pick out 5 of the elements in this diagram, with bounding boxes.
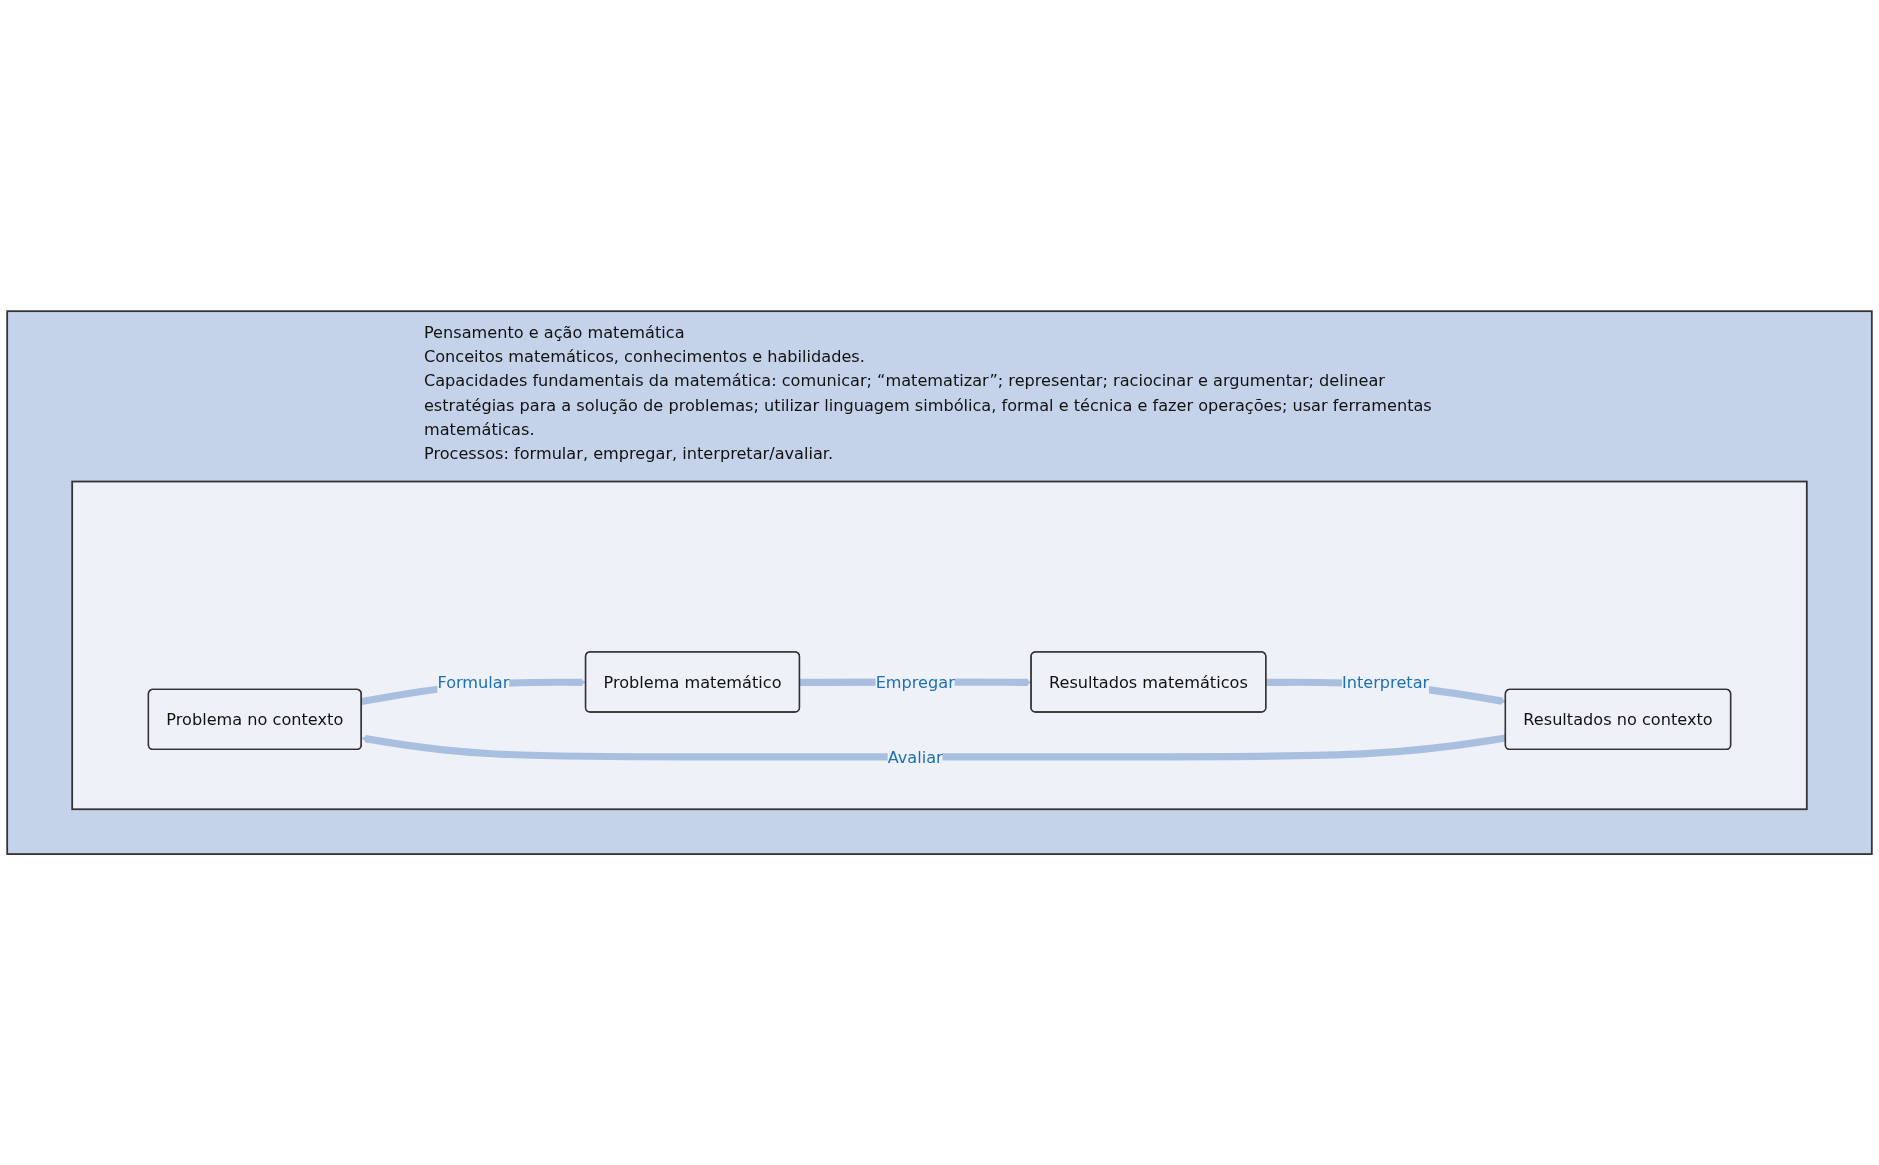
- cluster: [71, 480, 1808, 810]
- edge-label: Avaliar: [887, 747, 943, 767]
- edge-label: Formular: [437, 672, 510, 692]
- edge-label: Empregar: [875, 672, 955, 692]
- edge-label: Interpretar: [1341, 672, 1430, 692]
